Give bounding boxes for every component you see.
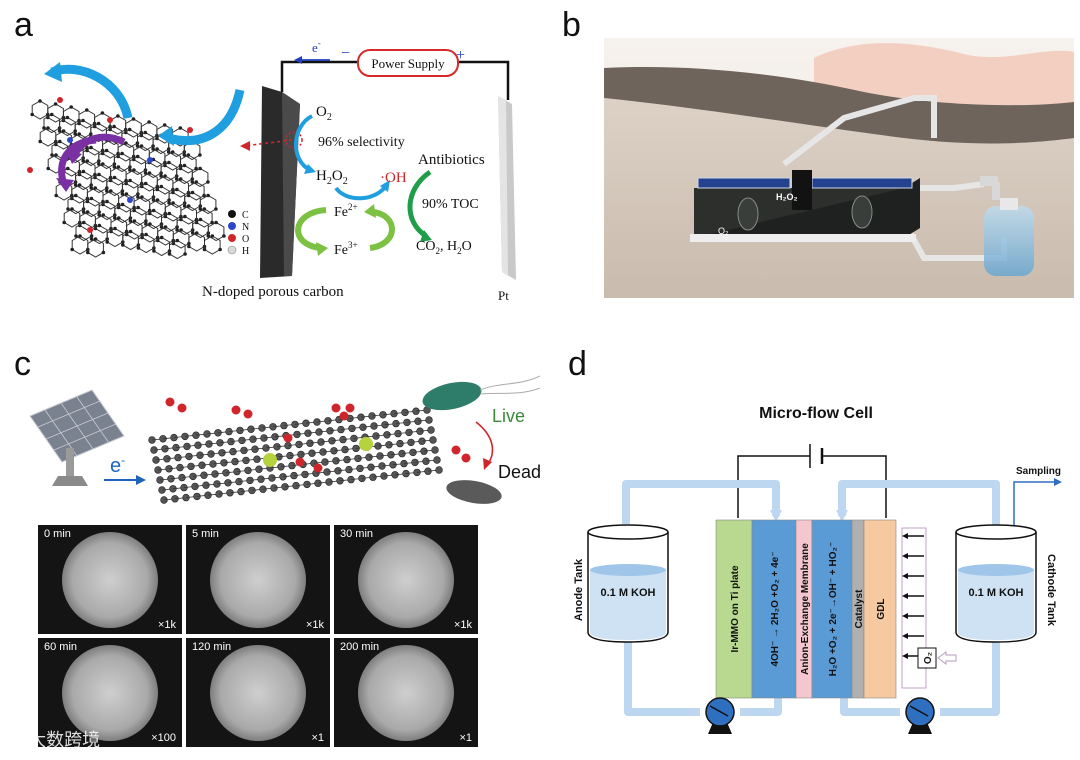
- micrograph-0: 0 min ×1k: [38, 525, 182, 634]
- electron-label-c: e-: [110, 453, 125, 477]
- micrograph-1: 5 min ×1k: [186, 525, 330, 634]
- live-bacterium: [422, 381, 482, 411]
- power-supply-label: Power Supply: [371, 56, 445, 71]
- panel-c-diagram: e- Live Dead: [29, 375, 540, 504]
- panel-letter-b: b: [562, 6, 581, 44]
- power-supply-box: [357, 49, 459, 77]
- micrograph-magnification: ×1: [459, 732, 472, 744]
- o2-box-label: O₂: [923, 652, 934, 664]
- o2-label: O2: [316, 104, 332, 123]
- anode-pump: [705, 697, 735, 734]
- micrograph-magnification: ×1k: [305, 619, 324, 631]
- micrograph-time: 200 min: [340, 641, 380, 653]
- legend-h: H: [242, 246, 249, 257]
- micrograph-5: 200 min ×1: [334, 638, 478, 747]
- cathode-pump: [905, 697, 935, 734]
- live-label: Live: [492, 406, 525, 426]
- cell-layer-0: [715, 519, 753, 699]
- dead-bacterium: [446, 480, 502, 504]
- panel-letter-c: c: [14, 345, 31, 383]
- micrograph-time: 120 min: [192, 641, 232, 653]
- legend-o: O: [242, 234, 249, 245]
- panel-a-diagram: Power Supply − + e- O2 96% selectivity H…: [27, 38, 516, 303]
- panel-letter-a: a: [14, 6, 33, 44]
- anode-solution-label: 0.1 M KOH: [600, 587, 655, 599]
- cell-layer-label-2: Anion-Exchange Membrane: [800, 543, 811, 675]
- panel-letter-d: d: [568, 345, 587, 383]
- micrograph-magnification: ×1k: [453, 619, 472, 631]
- micrograph-grid: 0 min ×1k 5 min ×1k 30 min ×1k 60 min ×100 120 m…: [38, 525, 483, 751]
- micrograph-2: 30 min ×1k: [334, 525, 478, 634]
- micrograph-time: 60 min: [44, 641, 78, 653]
- micrograph-magnification: ×1k: [157, 619, 176, 631]
- sampling-label: Sampling: [1016, 466, 1061, 477]
- cell-title: Micro-flow Cell: [759, 405, 873, 422]
- micrograph-magnification: ×100: [151, 732, 176, 744]
- cell-layer-label-3: H₂O +O₂ + 2e⁻→OH⁻ + HO₂⁻: [828, 542, 839, 676]
- panel-b-scene: H₂O₂ O₂: [604, 38, 1074, 298]
- cathode-label: N-doped porous carbon: [202, 284, 344, 300]
- micrograph-time: 30 min: [340, 528, 374, 540]
- oh-radical-label: ·OH: [380, 170, 407, 186]
- fe2-label: Fe2+: [334, 202, 358, 220]
- legend-n: N: [242, 222, 249, 233]
- plus-sign: +: [456, 47, 465, 64]
- toc-label: 90% TOC: [422, 197, 479, 212]
- panel-d-diagram: Micro-flow Cell Sampling 0.1 M KOH Anode…: [573, 405, 1062, 734]
- anode-tank-label: Anode Tank: [573, 558, 585, 621]
- minus-sign: −: [341, 45, 350, 62]
- micrograph-3: 60 min ×100: [38, 638, 182, 747]
- products-label: CO2, H2O: [416, 239, 472, 256]
- cell-layer-label-0: Ir-MMO on Ti plate: [730, 565, 741, 652]
- device-h2o2-label: H₂O₂: [776, 192, 798, 202]
- device-o2-label: O₂: [718, 226, 729, 236]
- cathode-solution-label: 0.1 M KOH: [968, 587, 1023, 599]
- watermark: ⦾ 大数跨境: [8, 730, 101, 751]
- cathode-tank-label: Cathode Tank: [1045, 554, 1057, 627]
- cell-layer-label-5: GDL: [876, 598, 887, 619]
- antibiotics-label: Antibiotics: [418, 152, 485, 168]
- selectivity-label: 96% selectivity: [318, 135, 405, 150]
- fe3-label: Fe3+: [334, 240, 358, 258]
- micrograph-magnification: ×1: [311, 732, 324, 744]
- cell-layer-1: [751, 519, 797, 699]
- micrograph-time: 5 min: [192, 528, 219, 540]
- cathode-tank: [955, 524, 1037, 643]
- anode-label: Pt: [498, 288, 509, 303]
- h2o2-label: H2O2: [316, 168, 348, 187]
- carbon-nanotube: [148, 397, 471, 504]
- micrograph-time: 0 min: [44, 528, 71, 540]
- cell-layers: Ir-MMO on Ti plate 4OH⁻ → 2H₂O +O₂ + 4e⁻ A…: [715, 519, 897, 699]
- legend-c: C: [242, 210, 249, 221]
- dead-label: Dead: [498, 462, 540, 482]
- cell-layer-3: [811, 519, 853, 699]
- anode-tank: [587, 524, 669, 643]
- graphene-lattice: [27, 97, 226, 260]
- cell-layer-label-4: Catalyst: [854, 589, 865, 629]
- cell-layer-label-1: 4OH⁻ → 2H₂O +O₂ + 4e⁻: [770, 551, 781, 666]
- micrograph-4: 120 min ×1: [186, 638, 330, 747]
- cell-layer-5: [863, 519, 897, 699]
- electron-label-a: e-: [312, 38, 321, 55]
